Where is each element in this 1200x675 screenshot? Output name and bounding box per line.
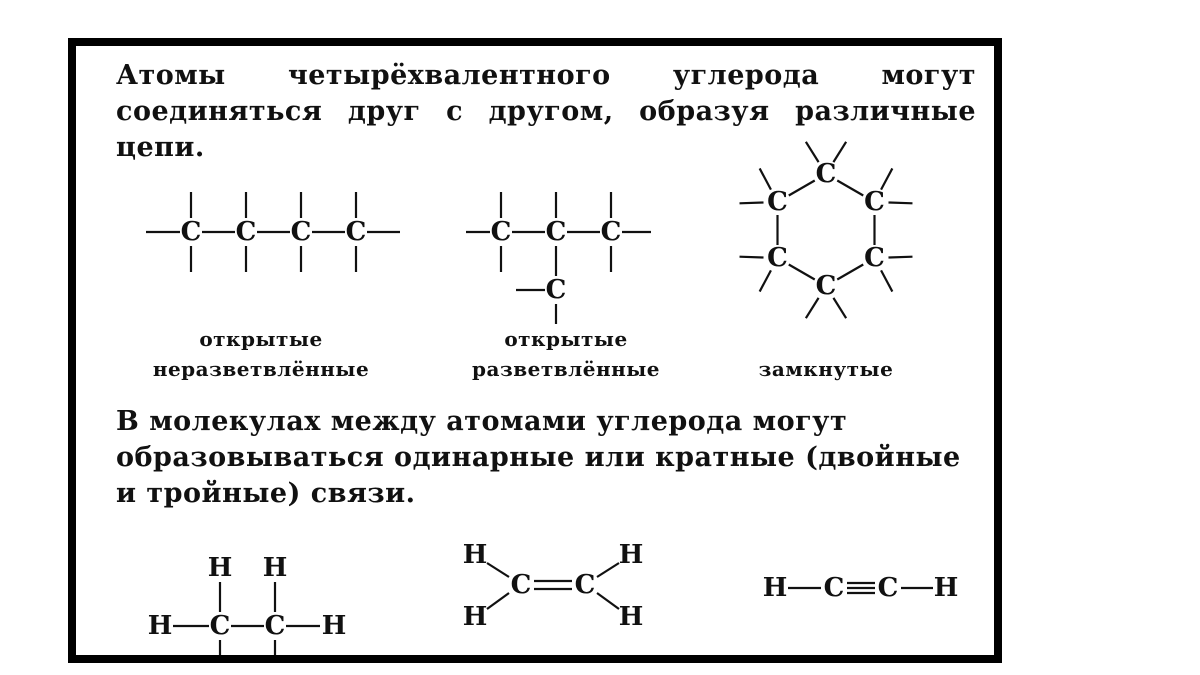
diagram-panel: Атомы четырёхвалентного углерода могут с… xyxy=(76,46,994,655)
hydrogen-atom: H xyxy=(463,602,488,632)
bond-line xyxy=(880,269,894,293)
carbon-atom: C xyxy=(601,217,622,247)
carbon-atom: C xyxy=(546,275,567,305)
bond-line xyxy=(758,269,772,293)
ethane-formula: HCHHCHHH xyxy=(148,553,346,655)
bonds-paragraph: В молекулах между атомами углерода могут… xyxy=(116,406,961,509)
hydrogen-atom: H xyxy=(619,540,644,570)
carbon-atom: C xyxy=(864,187,885,217)
hydrogen-atom: H xyxy=(619,602,644,632)
bond-line xyxy=(880,167,894,191)
bond-line xyxy=(888,255,913,259)
caption-line: открытые xyxy=(504,327,628,351)
caption-line: замкнутые xyxy=(758,357,894,381)
hydrogen-atom: H xyxy=(263,553,288,583)
caption-line: неразветвлённые xyxy=(152,357,370,381)
carbon-atom: C xyxy=(511,570,532,600)
carbon-atom: C xyxy=(864,243,885,273)
caption-line: открытые xyxy=(199,327,323,351)
hydrogen-atom: H xyxy=(763,573,788,603)
intro-paragraph: Атомы четырёхвалентного углерода могут с… xyxy=(116,60,976,163)
hydrogen-atom: H xyxy=(208,553,233,583)
hydrogen-atom: H xyxy=(322,611,347,641)
carbon-atom: C xyxy=(291,217,312,247)
bond-line xyxy=(596,562,620,578)
bond-line xyxy=(836,263,864,281)
carbon-atom: C xyxy=(878,573,899,603)
bond-line xyxy=(788,263,816,281)
diagram-frame: Атомы четырёхвалентного углерода могут с… xyxy=(68,38,1002,663)
bond-line xyxy=(486,592,510,610)
carbon-atom: C xyxy=(210,611,231,641)
bond-line xyxy=(804,141,820,163)
bond-line xyxy=(596,592,620,610)
carbon-atom: C xyxy=(346,217,367,247)
carbon-atom: C xyxy=(546,217,567,247)
carbon-atom: C xyxy=(575,570,596,600)
carbon-atom: C xyxy=(767,243,788,273)
carbon-atom: C xyxy=(265,611,286,641)
carbon-atom: C xyxy=(767,187,788,217)
carbon-atom: C xyxy=(816,271,837,301)
carbon-atom: C xyxy=(816,159,837,189)
bond-line xyxy=(832,141,848,163)
hydrogen-atom: H xyxy=(148,611,173,641)
bond-line xyxy=(836,179,864,197)
hydrogen-atom: H xyxy=(934,573,959,603)
bond-line xyxy=(758,167,772,191)
carbon-atom: C xyxy=(491,217,512,247)
caption-closed: замкнутые xyxy=(736,354,916,384)
bond-line xyxy=(788,179,816,197)
bond-line xyxy=(888,201,913,205)
hydrogen-atom: H xyxy=(463,540,488,570)
bond-line xyxy=(486,562,510,578)
carbon-atom: C xyxy=(181,217,202,247)
bond-line xyxy=(739,201,764,205)
caption-open-branched: открытые разветвлённые xyxy=(451,324,681,384)
carbon-atom: C xyxy=(824,573,845,603)
caption-open-unbranched: открытые неразветвлённые xyxy=(131,324,391,384)
carbon-atom: C xyxy=(236,217,257,247)
bond-line xyxy=(832,297,848,319)
bond-line xyxy=(804,297,820,319)
caption-line: разветвлённые xyxy=(472,357,660,381)
bond-line xyxy=(739,255,764,259)
